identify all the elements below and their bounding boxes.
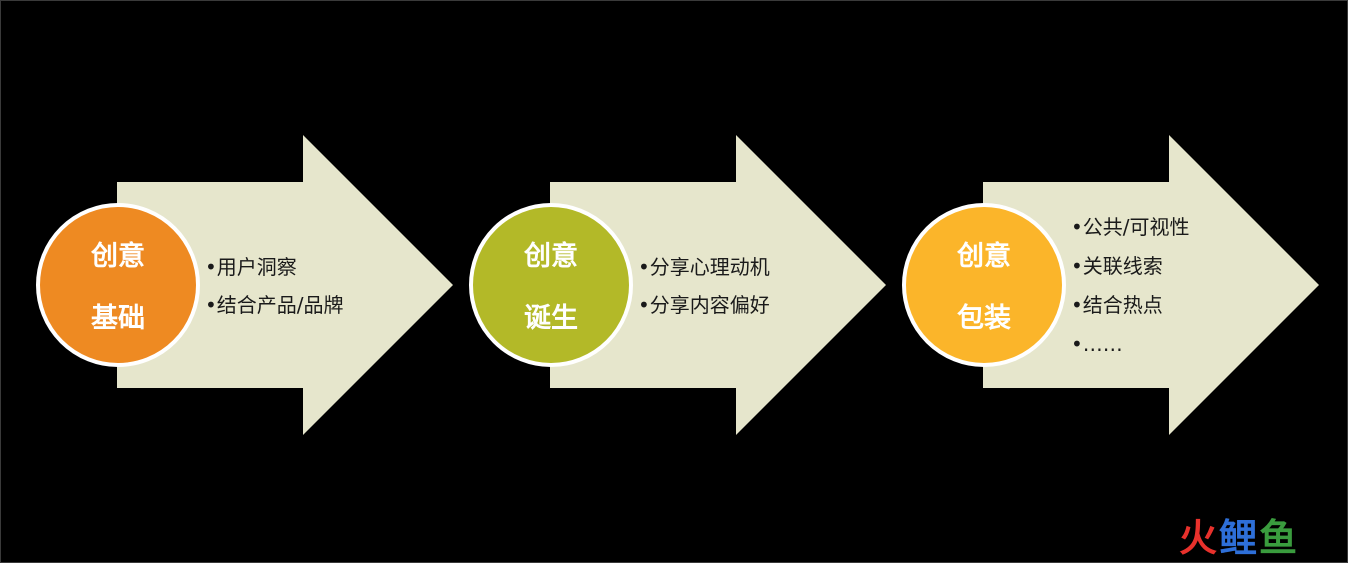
step-1-title-line2: 基础 xyxy=(91,303,145,334)
step-3-arrow xyxy=(983,135,1319,435)
step-3-title-line1: 创意 xyxy=(956,240,1011,272)
watermark-char: 鲤 xyxy=(1219,516,1258,560)
step-3-bullet: •结合热点 xyxy=(1071,293,1163,317)
step-3-bullet: •公共/可视性 xyxy=(1071,215,1190,239)
watermark-logo: 火 鲤 鱼 xyxy=(1179,515,1329,561)
step-2-circle xyxy=(469,203,633,367)
watermark-char: 火 xyxy=(1179,516,1218,560)
step-2-bullet: •分享内容偏好 xyxy=(638,293,770,317)
step-2-bullet: •分享心理动机 xyxy=(638,255,770,279)
step-3-bullet: •关联线索 xyxy=(1071,254,1163,278)
step-1-arrow xyxy=(117,135,453,435)
step-1-title-line1: 创意 xyxy=(90,240,145,272)
step-1-bullet: •结合产品/品牌 xyxy=(205,293,344,317)
step-2-title-line1: 创意 xyxy=(523,240,578,272)
step-1-bullet: •用户洞察 xyxy=(205,255,297,279)
step-2-title-line2: 诞生 xyxy=(524,303,578,334)
step-3-title-line2: 包装 xyxy=(957,302,1011,334)
step-1-circle xyxy=(36,203,200,367)
step-3-bullet: •…… xyxy=(1071,332,1123,356)
step-3-circle xyxy=(902,203,1066,367)
step-2-arrow xyxy=(550,135,886,435)
watermark-char: 鱼 xyxy=(1259,516,1298,560)
